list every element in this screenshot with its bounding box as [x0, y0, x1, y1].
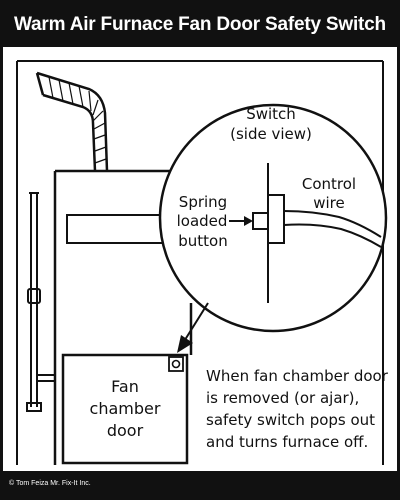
illustration-title: Warm Air Furnace Fan Door Safety Switch	[3, 3, 397, 47]
explanation-line3: safety switch pops out	[206, 411, 375, 429]
fan-door-label-line1: Fan	[111, 377, 139, 396]
burner-panel	[66, 214, 172, 244]
door-switch-plate	[168, 356, 184, 372]
switch-heading-line1: Switch	[246, 105, 296, 123]
duct-seams	[48, 76, 107, 164]
switch-body	[267, 194, 285, 244]
furnace-illustration: Switch (side view) Spring loaded button …	[16, 60, 389, 465]
spring-loaded-button-shape	[252, 212, 269, 230]
room-outline	[16, 60, 384, 465]
fan-door-label-line3: door	[107, 421, 144, 440]
button-label-line2: loaded	[177, 212, 228, 230]
button-arrow	[229, 216, 253, 226]
fan-door-label-line2: chamber	[90, 399, 161, 418]
callout-pointer-head	[177, 335, 193, 353]
switch-heading-line2: (side view)	[230, 125, 312, 143]
gas-pipe	[26, 192, 56, 412]
control-wires	[283, 210, 382, 248]
callout-pointer	[182, 302, 209, 344]
flue-duct	[35, 71, 109, 172]
button-label-line1: Spring	[179, 193, 227, 211]
fan-chamber-door	[61, 353, 189, 465]
door-switch-button	[171, 359, 181, 369]
wire-label-line2: wire	[313, 194, 345, 212]
explanation-line1: When fan chamber door	[206, 367, 389, 385]
button-label-line3: button	[178, 232, 227, 250]
explanation-line2: is removed (or ajar),	[206, 389, 359, 407]
explanation-line4: and turns furnace off.	[206, 433, 368, 451]
wire-label-line1: Control	[302, 175, 356, 193]
copyright-notice: © Tom Feiza Mr. Fix-It Inc.	[3, 471, 397, 497]
